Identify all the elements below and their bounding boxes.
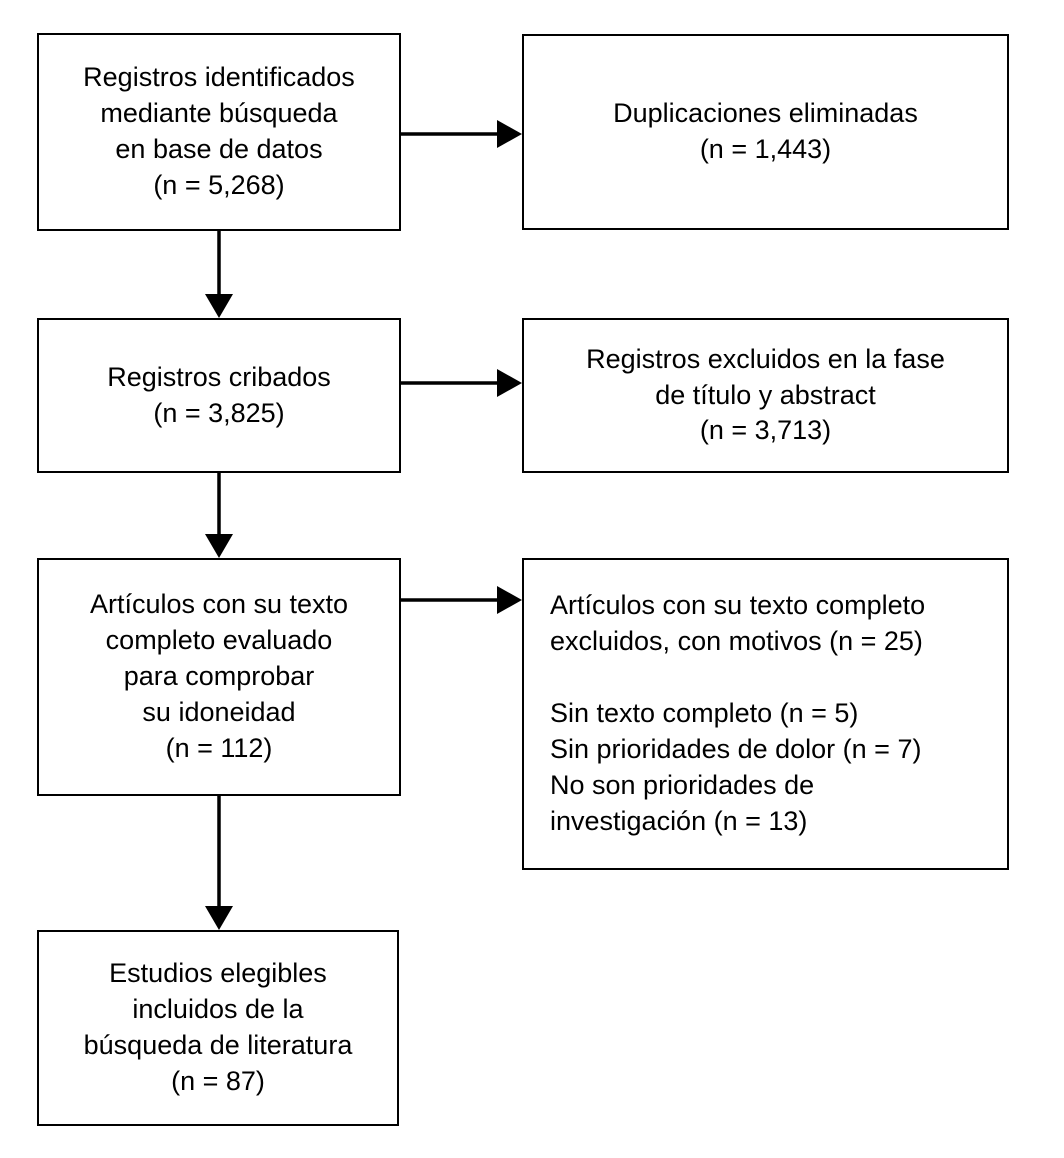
studies-included-text: Estudios elegibles incluidos de la búsqu…: [83, 958, 353, 1096]
arrow-screened-to-excluded-title-abstract: [401, 369, 522, 397]
duplicates-removed-text: Duplicaciones eliminadas (n = 1,443): [613, 98, 918, 164]
records-excluded-title-abstract-text: Registros excluidos en la fase de título…: [586, 343, 945, 446]
arrow-identified-to-duplicates: [401, 120, 522, 148]
arrow-identified-to-screened: [205, 231, 233, 318]
records-excluded-title-abstract-box: Registros excluidos en la fase de título…: [522, 318, 1009, 473]
records-identified-box: Registros identificados mediante búsqued…: [37, 33, 401, 231]
arrow-fulltext-to-included: [205, 796, 233, 930]
arrow-fulltext-to-excluded-fulltext: [401, 586, 522, 614]
fulltext-excluded-reasons-text: Artículos con su texto completo excluido…: [550, 590, 926, 836]
arrow-screened-to-fulltext: [205, 473, 233, 558]
fulltext-excluded-reasons-box: Artículos con su texto completo excluido…: [522, 558, 1009, 870]
records-identified-text: Registros identificados mediante búsqued…: [83, 62, 355, 200]
duplicates-removed-box: Duplicaciones eliminadas (n = 1,443): [522, 34, 1009, 230]
fulltext-assessed-box: Artículos con su texto completo evaluado…: [37, 558, 401, 796]
fulltext-assessed-text: Artículos con su texto completo evaluado…: [89, 589, 349, 763]
studies-included-box: Estudios elegibles incluidos de la búsqu…: [37, 930, 399, 1126]
records-screened-text: Registros cribados (n = 3,825): [107, 361, 331, 428]
records-screened-box: Registros cribados (n = 3,825): [37, 318, 401, 473]
